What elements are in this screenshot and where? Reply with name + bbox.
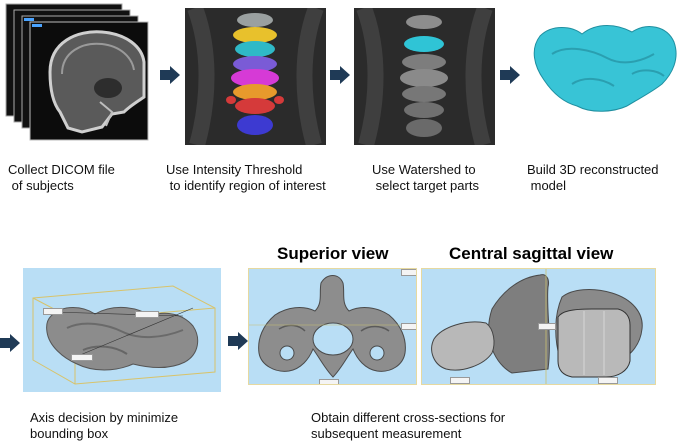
dicom-stack-image (2, 2, 152, 147)
flow-arrow-icon (160, 66, 180, 84)
bounding-box-image (23, 268, 221, 392)
dicom-stack-graphic (5, 3, 149, 141)
step-caption: Obtain different cross-sections for subs… (311, 410, 506, 441)
flow-arrow-icon (330, 66, 350, 84)
sagittal-view-title: Central sagittal view (449, 244, 614, 263)
superior-view-image (248, 268, 417, 385)
superior-view-title: Superior view (277, 244, 389, 263)
reconstructed-model-image (522, 14, 682, 126)
step-caption: Use Intensity Threshold to identify regi… (166, 162, 326, 193)
reconstructed-model-graphic (533, 25, 677, 112)
watershed-ct-graphic (354, 8, 495, 145)
flow-arrow-icon (228, 332, 248, 350)
step-caption: Use Watershed to select target parts (372, 162, 479, 193)
step-caption: Build 3D reconstructed model (527, 162, 659, 193)
flow-arrow-icon (500, 66, 520, 84)
step-caption: Collect DICOM file of subjects (8, 162, 115, 193)
step-caption: Axis decision by minimize bounding box (30, 410, 179, 441)
flow-arrow-icon (0, 334, 20, 352)
superior-view-graphic (249, 269, 416, 384)
sagittal-view-image (421, 268, 656, 385)
threshold-ct-image (185, 8, 326, 145)
watershed-ct-image (354, 8, 495, 145)
bounding-box-graphic (23, 268, 221, 392)
threshold-ct-graphic (185, 8, 326, 145)
